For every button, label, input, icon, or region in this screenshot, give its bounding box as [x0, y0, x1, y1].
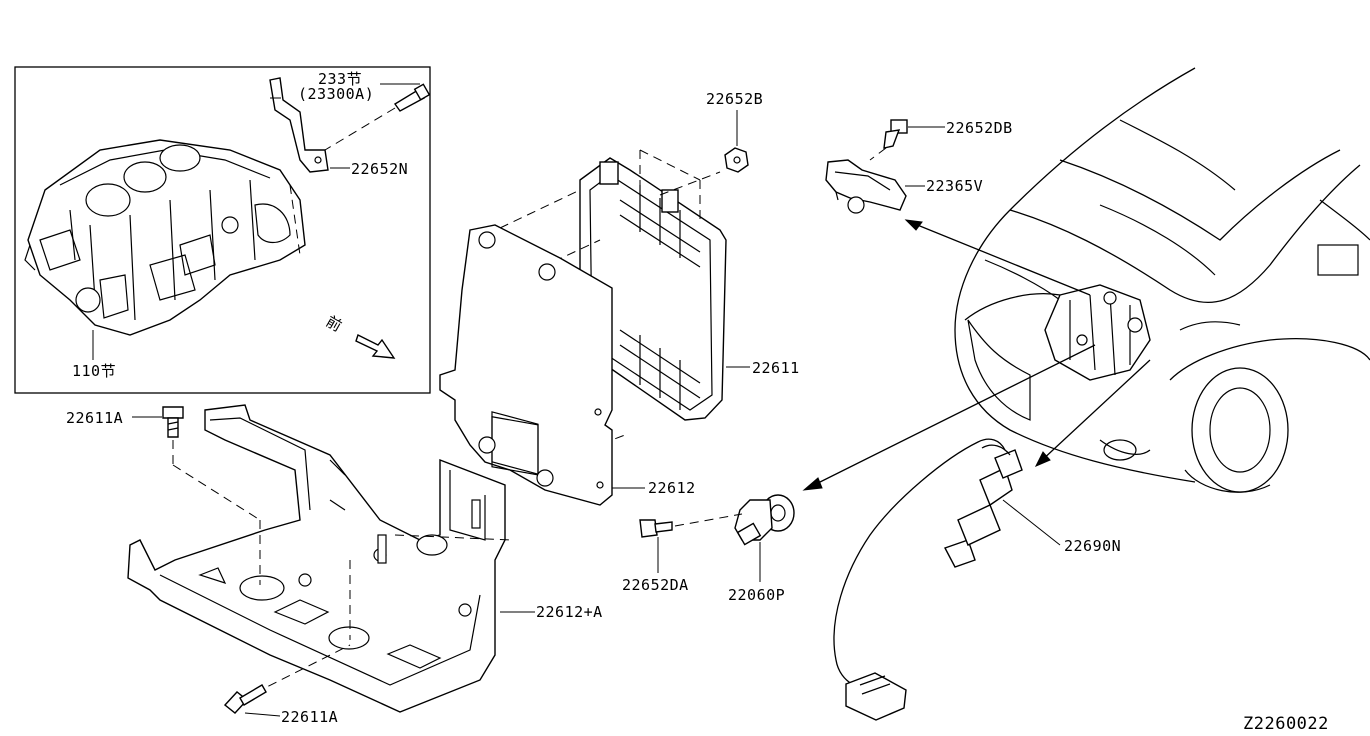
label-22611: 22611 — [752, 359, 800, 377]
bracket-22612a[interactable] — [127, 404, 506, 713]
engine-block-illustration — [24, 139, 306, 360]
label-233: 233节 — [318, 70, 362, 88]
label-22652b: 22652B — [706, 90, 763, 108]
ecu-22611[interactable] — [579, 157, 727, 421]
label-22612: 22612 — [648, 479, 696, 497]
pointer-arrows — [802, 219, 1151, 491]
inset-frame — [14, 66, 431, 394]
knock-sensor-22060p[interactable] — [734, 494, 795, 546]
label-22690n: 22690N — [1064, 537, 1121, 555]
front-mark: 前 — [323, 312, 345, 335]
bolt-23300a[interactable] — [393, 83, 431, 112]
label-22611a-bottom: 22611A — [281, 708, 338, 726]
label-22652db: 22652DB — [946, 119, 1013, 137]
plate-22612[interactable] — [439, 224, 613, 506]
diagram-code: Z2260022 — [1243, 714, 1329, 734]
label-22060p: 22060P — [728, 586, 785, 604]
sensor-22365v[interactable] — [825, 159, 907, 214]
label-22611a-top: 22611A — [66, 409, 123, 427]
vehicle-illustration — [954, 67, 1370, 493]
bolt-22652db[interactable] — [883, 119, 908, 149]
bolt-22652da[interactable] — [639, 519, 673, 538]
label-23300a: (23300A) — [298, 85, 374, 103]
label-22612a: 22612+A — [536, 603, 603, 621]
label-22365v: 22365V — [926, 177, 983, 195]
o2-sensor-22690n[interactable] — [833, 438, 1023, 721]
bolt-22611a-top[interactable] — [162, 406, 184, 438]
bolt-22611a-bottom[interactable] — [223, 684, 267, 714]
front-arrow-icon — [355, 334, 396, 359]
label-110: 110节 — [72, 362, 116, 380]
bracket-22652n[interactable] — [269, 77, 329, 173]
inset-engine-block: 前 233节 (23300A) 22652N 110节 — [14, 66, 431, 394]
nut-22652b[interactable] — [724, 147, 749, 173]
label-22652da: 22652DA — [622, 576, 689, 594]
label-22652n: 22652N — [351, 160, 408, 178]
